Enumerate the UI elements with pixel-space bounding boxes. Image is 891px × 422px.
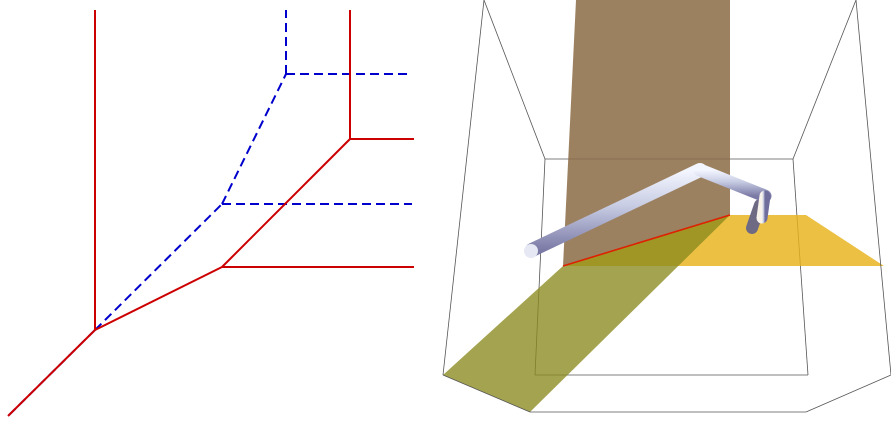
tube-long-arm [525,163,707,257]
dashed-diagonal-edge-lower [94,203,223,331]
box-edge [855,0,891,376]
solid-lower-ray [7,329,96,417]
tube-space-curve [524,75,817,258]
solid-tropical-curve [7,10,414,417]
solid-bottom-edge [94,266,223,331]
inclined-plane [443,215,730,412]
box-edge [442,0,485,376]
tube-right-arm [693,163,772,203]
box-edge [483,0,546,160]
dashed-diagonal-edge-upper [221,73,287,205]
box-edge [805,374,891,413]
left-panel-tropical-curves [7,10,414,417]
bounding-box-front-edges [442,0,891,413]
plane-intersection-line [562,214,731,267]
solid-diagonal-edge [221,138,351,268]
tube-end-cap [524,244,538,258]
vertical-plane [563,0,730,266]
box-edge [442,374,531,413]
box-edge [792,0,857,160]
